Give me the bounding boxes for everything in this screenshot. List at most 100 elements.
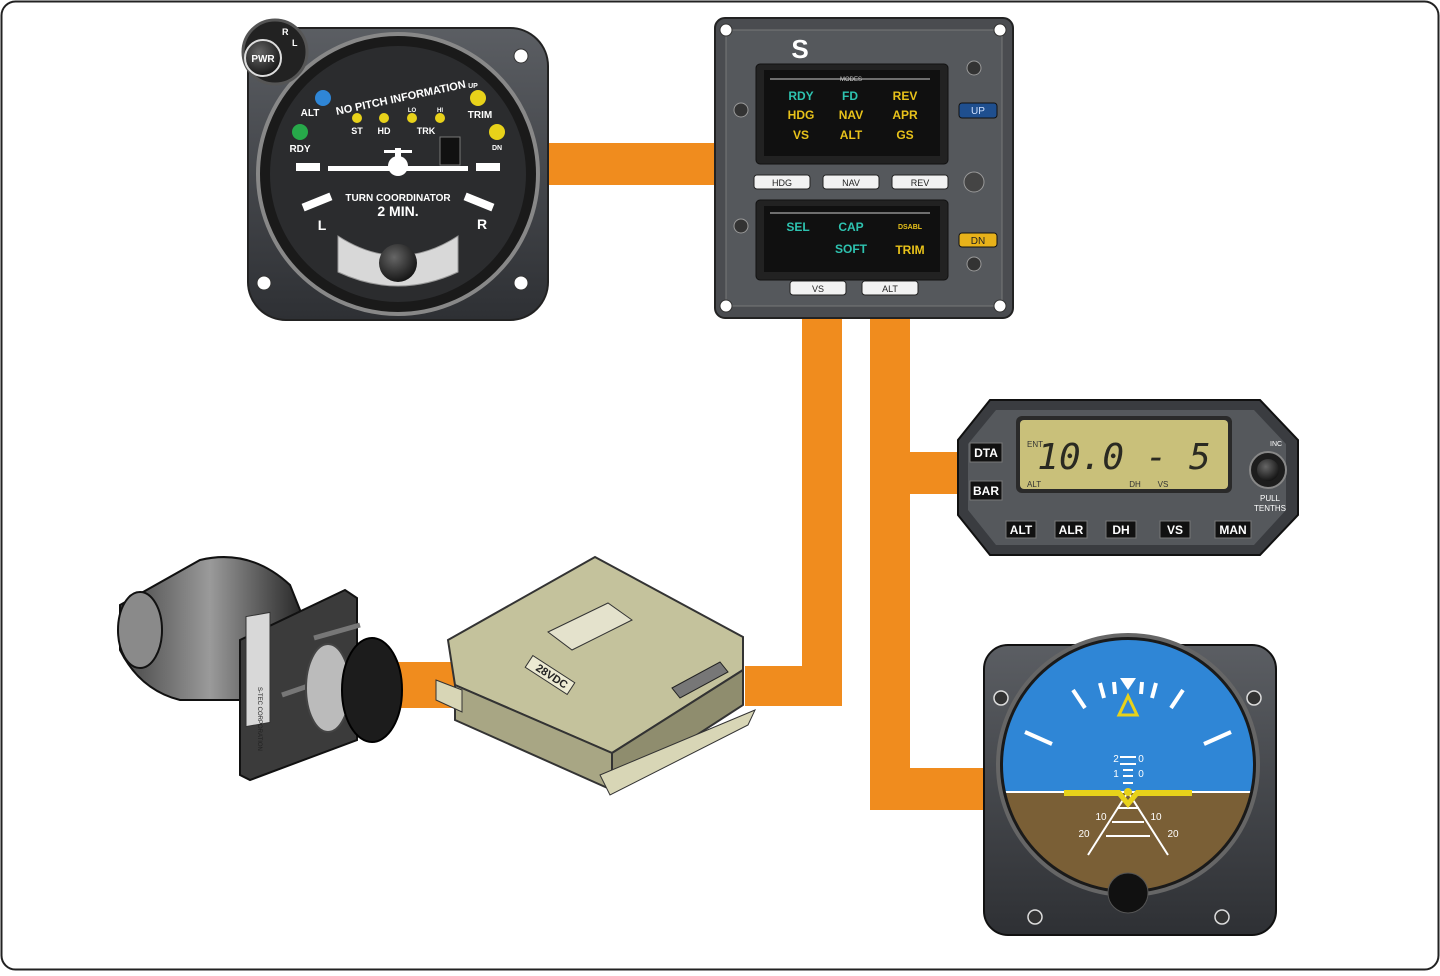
alt-lamp: [315, 90, 331, 106]
hdg-button[interactable]: [753, 174, 811, 190]
tc-power-knob-cap: [244, 39, 282, 77]
ai-adjust-knob[interactable]: [1107, 872, 1149, 914]
mode-gs: GS: [896, 128, 913, 142]
inclinometer-ball: [379, 244, 417, 282]
mode-nav: NAV: [839, 108, 863, 122]
autopilot-controller: S MODES RDY FD REV HDG NAV APR VS ALT GS…: [714, 17, 1014, 319]
dh-button[interactable]: [1105, 520, 1137, 539]
alt-mode-button[interactable]: [1005, 520, 1037, 539]
ap-lower-modes: SEL CAP DSABL SOFT TRIM: [786, 220, 924, 257]
ap-screw: [733, 102, 749, 118]
up-button-label: UP: [971, 106, 985, 117]
tc-left-label: L: [318, 217, 327, 233]
rev-button[interactable]: [891, 174, 949, 190]
ap-screw: [966, 256, 982, 272]
dn-button[interactable]: [958, 232, 998, 248]
pitch-label-mid-right: 0: [1138, 769, 1144, 780]
dn-lamp-caption: DN: [492, 145, 502, 152]
pwr-label: PWR: [251, 54, 275, 65]
vs-button[interactable]: [789, 280, 847, 296]
ap-screw: [993, 23, 1007, 37]
wire-ap-to-computer-h: [745, 666, 842, 706]
ap-upper-display: [764, 70, 940, 156]
ap-screw: [733, 218, 749, 234]
up-lamp-caption: UP: [468, 83, 478, 90]
dta-button[interactable]: [969, 442, 1003, 463]
hd-lamp: [379, 113, 389, 123]
computer-voltage-label-box: [524, 654, 576, 696]
modes-caption: MODES: [840, 77, 862, 83]
servo-shaft: [313, 622, 361, 641]
ai-bank-pointers-ground: [1087, 791, 1169, 856]
ground-label-20-left: 20: [1078, 829, 1090, 840]
hi-lamp-label: HI: [437, 108, 443, 114]
bar-button-label: BAR: [973, 484, 999, 498]
ai-pitch-ladder: [1120, 756, 1136, 784]
wire-ap-trunk: [870, 318, 910, 810]
dh-button-label: DH: [1112, 523, 1129, 537]
ai-screws: [993, 690, 1262, 925]
alt-lamp-label: ALT: [301, 108, 320, 119]
ap-adjust-knob[interactable]: [963, 171, 985, 193]
pitch-label-mid-left: 1: [1113, 769, 1119, 780]
tc-screw: [513, 275, 529, 291]
up-button[interactable]: [958, 102, 998, 119]
ap-screw: [719, 23, 733, 37]
computer-info-label: [547, 602, 633, 651]
lcd-vs: VS: [1158, 480, 1169, 489]
vs-mode-button[interactable]: [1159, 520, 1191, 539]
inc-knob-cap: [1257, 459, 1279, 481]
alt-button[interactable]: [861, 280, 919, 296]
ai-bank-pointer: [1116, 692, 1140, 717]
trim-label: TRIM: [468, 110, 492, 121]
lcd-ent: ENT: [1027, 440, 1043, 449]
mode-rev: REV: [893, 89, 918, 103]
ap-lower-display: [764, 206, 940, 272]
knob-mark-l: L: [292, 38, 298, 48]
altitude-preselector: ENT 10.0 - 5 ALT DH VS DTA BAR INC PULL …: [957, 399, 1299, 556]
nav-button-label: NAV: [842, 178, 860, 188]
hdg-button-label: HDG: [772, 178, 792, 188]
ap-screw: [719, 299, 733, 313]
tc-flag-window: [439, 136, 461, 166]
alt-mode-button-label: ALT: [1010, 523, 1033, 537]
wire-to-attitude: [870, 768, 985, 810]
mode-cap: CAP: [838, 220, 863, 234]
mode-sel: SEL: [786, 220, 809, 234]
hd-lamp-label: HD: [378, 126, 391, 136]
man-button[interactable]: [1214, 520, 1252, 539]
mode-soft: SOFT: [835, 242, 868, 256]
nav-button[interactable]: [822, 174, 880, 190]
wire-ap-to-computer-v: [802, 318, 842, 690]
knob-mark-r: R: [282, 27, 289, 37]
trim-up-lamp: [470, 90, 486, 106]
mode-dsabl: DSABL: [898, 224, 923, 231]
servo-cover: [341, 637, 403, 743]
wire-tc-to-ap: [540, 143, 720, 185]
hi-lamp: [435, 113, 445, 123]
lcd-alt: ALT: [1027, 480, 1041, 489]
airplane-symbol: [328, 148, 468, 176]
mode-hdg: HDG: [788, 108, 815, 122]
tc-screw: [256, 275, 272, 291]
ground-label-20-right: 20: [1167, 829, 1179, 840]
computer-connector[interactable]: [671, 661, 729, 699]
attitude-indicator: 2 0 1 0 10 10 20 20: [983, 633, 1277, 936]
tc-screw: [513, 48, 529, 64]
lo-lamp: [407, 113, 417, 123]
servo-label-plate: [245, 611, 271, 728]
mode-fd: FD: [842, 89, 858, 103]
tc-title: TURN COORDINATOR: [345, 193, 451, 204]
alt-button-label: ALT: [882, 284, 898, 294]
computer-mount-tab: [435, 679, 463, 713]
stec-logo: S: [791, 34, 808, 64]
ai-aircraft-symbol: [1064, 788, 1192, 808]
lo-lamp-label: LO: [408, 108, 417, 114]
bar-button[interactable]: [969, 480, 1003, 501]
alr-button[interactable]: [1054, 520, 1088, 539]
lcd-dh: DH: [1129, 480, 1141, 489]
tc-right-label: R: [477, 216, 487, 232]
tenths-label: TENTHS: [1254, 504, 1286, 513]
